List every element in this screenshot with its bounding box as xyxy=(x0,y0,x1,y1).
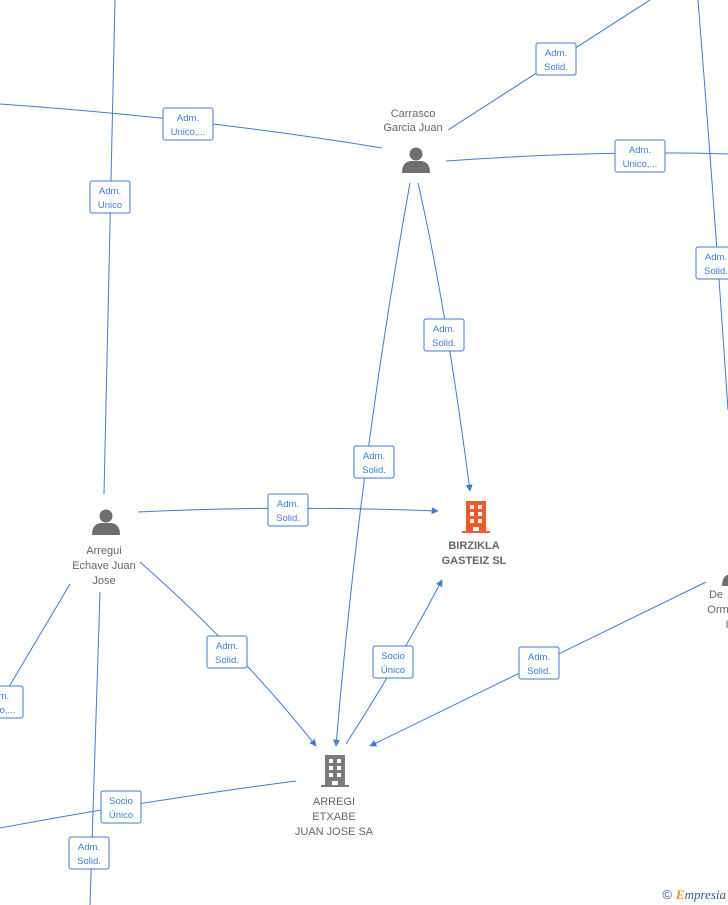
edge-label-line1: Adm. xyxy=(433,324,455,335)
edge-label: Adm. Solid. xyxy=(695,246,728,280)
edge-line xyxy=(0,780,297,829)
node-label-line: GASTEIZ SL xyxy=(442,555,507,567)
node-label-line: I xyxy=(725,619,728,631)
node-label-line: Garcia Juan xyxy=(383,122,442,134)
person-icon xyxy=(402,147,430,173)
node-label-line: ARREGI xyxy=(313,796,355,808)
edge-label: Adm. Unico xyxy=(89,180,131,214)
node-label-line: Orm xyxy=(707,604,728,616)
company-node-birzikla[interactable]: BIRZIKLA GASTEIZ SL xyxy=(442,501,507,567)
edge-label-line1: Adm. xyxy=(363,451,385,462)
edge-label-line1: Adm. xyxy=(177,113,199,124)
edge-label-line2: Unico,... xyxy=(623,159,658,170)
node-label-line: Jose xyxy=(92,575,115,587)
edge-label-line2: Unico,... xyxy=(0,705,15,716)
footer-brand: ©Empresia xyxy=(662,887,726,903)
edge-label-line2: Solid. xyxy=(77,856,101,867)
edge-label: Adm. Solid. xyxy=(206,635,248,669)
edge-label-line1: Adm. xyxy=(277,499,299,510)
node-label-line: Arregui xyxy=(86,545,121,557)
edge-label: Adm. Solid. xyxy=(535,42,577,76)
company-node-arregi-etxabe[interactable]: ARREGI ETXABE JUAN JOSE SA xyxy=(295,755,374,838)
edge-label-line2: Único xyxy=(381,665,405,676)
node-label-line: Carrasco xyxy=(391,108,436,120)
brand-name: mpresia xyxy=(684,887,726,902)
edge-label: Adm. Solid. xyxy=(68,836,110,870)
copyright-icon: © xyxy=(662,887,672,902)
edge-label-line2: Único xyxy=(109,810,133,821)
node-label-line: BIRZIKLA xyxy=(448,540,499,552)
person-icon xyxy=(722,574,728,586)
edge-label-line2: Unico,... xyxy=(171,127,206,138)
edge-label: Adm. Unico,... xyxy=(0,685,24,719)
node-label-line: Echave Juan xyxy=(72,560,136,572)
edge-label-line2: Solid. xyxy=(432,338,456,349)
edge-label-line2: Unico xyxy=(98,200,122,211)
edge-label: Adm. Solid. xyxy=(423,318,465,352)
edge-label: Socio Único xyxy=(100,790,142,824)
edge-label-line2: Solid. xyxy=(215,655,239,666)
person-icon xyxy=(92,509,120,535)
edge-line xyxy=(0,583,71,703)
edge-label-line2: Solid. xyxy=(527,666,551,677)
node-label-line: JUAN JOSE SA xyxy=(295,826,374,838)
edge-line xyxy=(697,0,728,411)
edge-line xyxy=(103,0,116,495)
edge-label: Socio Único xyxy=(372,645,414,679)
edge-label-line1: Adm. xyxy=(705,252,727,263)
person-node-arregui[interactable]: Arregui Echave Juan Jose xyxy=(72,509,136,588)
edge-label-line1: Adm. xyxy=(99,186,121,197)
edge-label-line2: Solid. xyxy=(704,266,728,277)
edge-label-line1: Adm. xyxy=(216,641,238,652)
edge-label-line1: Adm. xyxy=(629,145,651,156)
edge-label: Adm. Solid. xyxy=(353,445,395,479)
edge-line xyxy=(445,152,728,162)
edge-label-line2: Solid. xyxy=(362,465,386,476)
person-node-carrasco[interactable]: Carrasco Garcia Juan xyxy=(383,108,443,173)
edge-label: Adm. Unico,... xyxy=(614,139,666,173)
edge-label-line1: Adm. xyxy=(78,842,100,853)
building-icon xyxy=(321,755,349,787)
edge-label-line1: Adm. xyxy=(545,48,567,59)
node-label-line: ETXABE xyxy=(312,811,355,823)
edge-label-line1: Adm. xyxy=(0,691,9,702)
edge-label-line1: Socio xyxy=(109,796,133,807)
edge-label-line2: Solid. xyxy=(544,62,568,73)
person-node-de-orm[interactable]: De Orm I xyxy=(707,561,728,632)
node-label-line: De xyxy=(709,589,723,601)
edge-label: Adm. Unico,... xyxy=(162,107,214,141)
edge-label: Adm. Solid. xyxy=(518,646,560,680)
edge-label: Adm. Solid. xyxy=(267,493,309,527)
building-icon xyxy=(462,501,490,533)
brand-initial: E xyxy=(675,887,685,902)
edge-label-line1: Adm. xyxy=(528,652,550,663)
edge-label-line1: Socio xyxy=(381,651,405,662)
edge-label-line2: Solid. xyxy=(276,513,300,524)
